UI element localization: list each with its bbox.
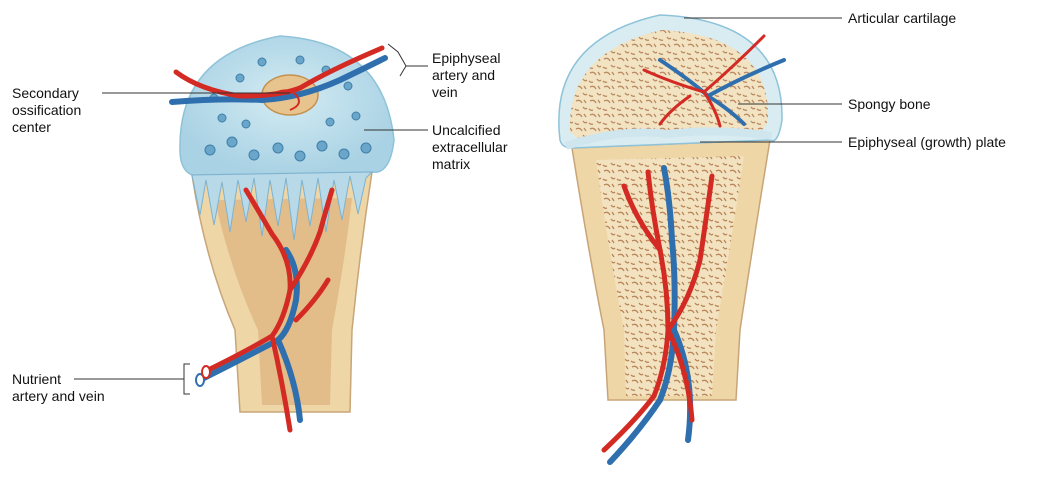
label-uncalcified-matrix: Uncalcified extracellular matrix bbox=[432, 122, 507, 173]
label-nutrient-artery-vein: Nutrient artery and vein bbox=[12, 371, 105, 405]
bracket-epiphyseal bbox=[388, 44, 406, 76]
label-spongy-bone: Spongy bone bbox=[848, 96, 931, 113]
label-epiphyseal-artery-vein: Epiphyseal artery and vein bbox=[432, 50, 501, 101]
label-secondary-ossification-center: Secondary ossification center bbox=[12, 85, 81, 136]
left-bone bbox=[172, 36, 394, 430]
right-bone bbox=[559, 15, 784, 462]
bracket-nutrient bbox=[184, 364, 190, 394]
label-articular-cartilage: Articular cartilage bbox=[848, 10, 956, 27]
label-epiphyseal-plate: Epiphyseal (growth) plate bbox=[848, 134, 1006, 151]
